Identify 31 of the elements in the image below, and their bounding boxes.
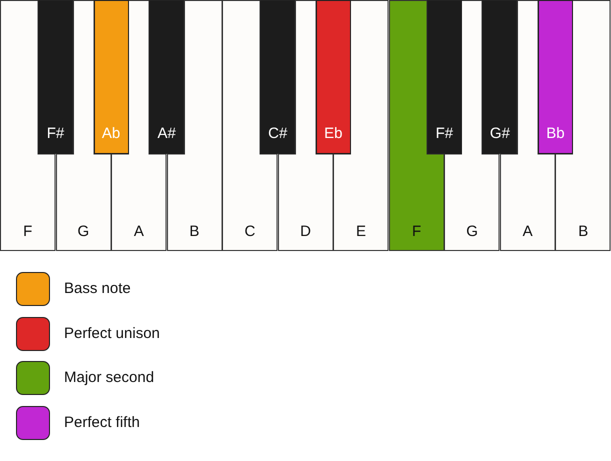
- note-name: A#: [157, 125, 176, 143]
- note-name: G: [77, 223, 90, 241]
- note-name: Bb: [546, 125, 565, 143]
- note-name: G: [466, 223, 478, 241]
- piano-key: [538, 0, 573, 154]
- legend-label: Perfect unison: [64, 324, 160, 342]
- note-name: Ab: [102, 125, 120, 143]
- note-name: Eb: [324, 125, 342, 143]
- legend-label: Perfect fifth: [64, 414, 140, 432]
- note-name: F#: [46, 125, 64, 143]
- legend-label: Major second: [64, 369, 154, 387]
- note-name: F: [23, 223, 32, 241]
- note-name: A: [522, 223, 533, 241]
- piano-key: [149, 0, 184, 154]
- note-name: G#: [490, 125, 510, 143]
- note-name: D: [300, 223, 311, 241]
- note-name: A: [134, 223, 144, 241]
- legend-label: Bass note: [64, 280, 131, 298]
- note-name: B: [578, 223, 588, 241]
- note-name: B: [189, 223, 200, 241]
- note-name: C: [244, 223, 256, 241]
- piano-key: [316, 0, 351, 154]
- piano-key: [482, 0, 518, 154]
- note-name: F: [412, 223, 422, 241]
- piano-key: [426, 0, 462, 154]
- piano-key: [260, 0, 296, 154]
- piano-key: [94, 0, 129, 154]
- note-name: E: [356, 223, 366, 241]
- note-name: C#: [268, 125, 288, 143]
- note-name: F#: [436, 125, 454, 143]
- piano-key: [38, 0, 74, 154]
